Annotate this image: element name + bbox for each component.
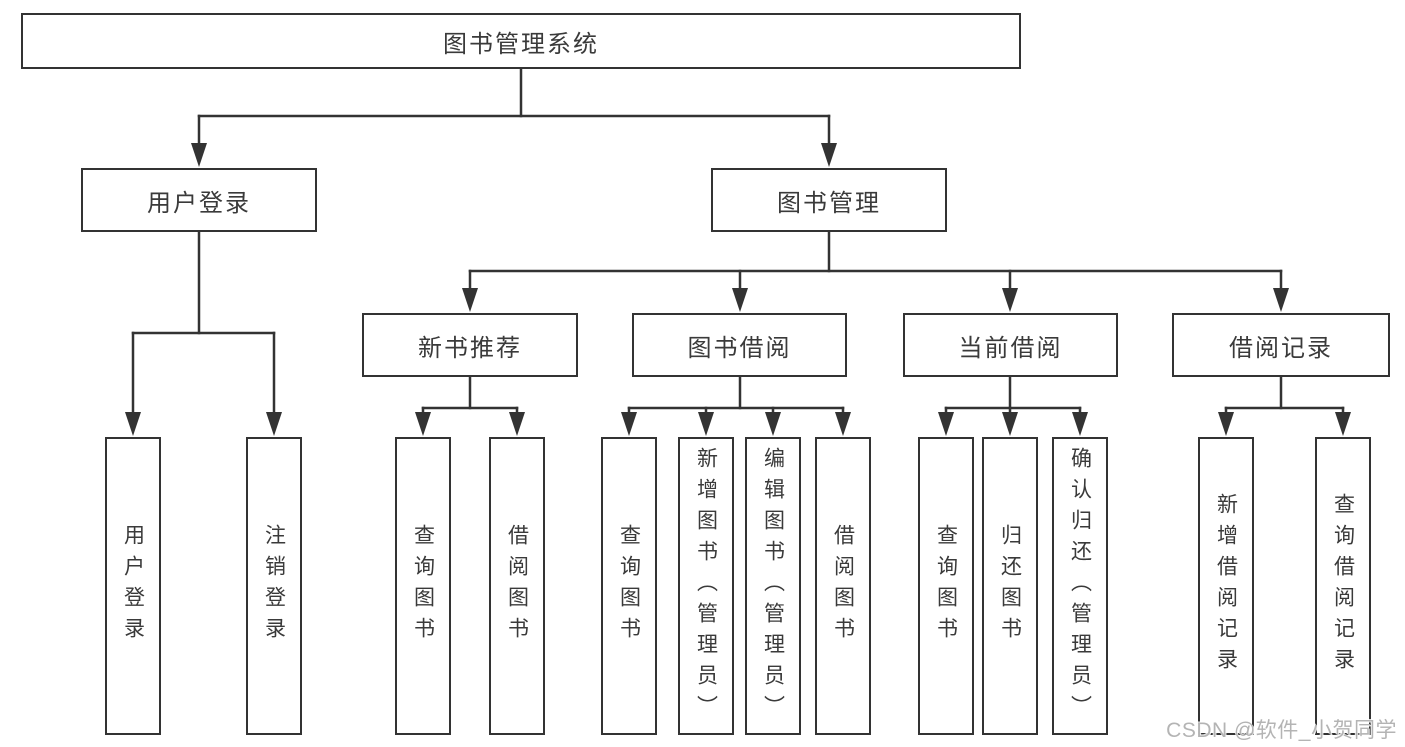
- leaf-query-books-recommend: 查询图书: [395, 437, 451, 735]
- node-user-login: 用户登录: [81, 168, 317, 232]
- node-current-borrowing: 当前借阅: [903, 313, 1118, 377]
- node-borrowing-records: 借阅记录: [1172, 313, 1390, 377]
- leaf-confirm-return-admin: 确认归还（管理员）: [1052, 437, 1108, 735]
- leaf-user-login: 用户登录: [105, 437, 161, 735]
- leaf-logout: 注销登录: [246, 437, 302, 735]
- leaf-add-borrow-record: 新增借阅记录: [1198, 437, 1254, 735]
- csdn-watermark: CSDN @软件_小贺同学: [1166, 719, 1397, 742]
- leaf-query-books-current: 查询图书: [918, 437, 974, 735]
- leaf-edit-book-admin: 编辑图书（管理员）: [745, 437, 801, 735]
- leaf-return-book: 归还图书: [982, 437, 1038, 735]
- leaf-borrow-books-borrowing: 借阅图书: [815, 437, 871, 735]
- leaf-add-book-admin: 新增图书（管理员）: [678, 437, 734, 735]
- node-book-borrowing: 图书借阅: [632, 313, 847, 377]
- node-book-management: 图书管理: [711, 168, 947, 232]
- leaf-query-books-borrowing: 查询图书: [601, 437, 657, 735]
- leaf-query-borrow-record: 查询借阅记录: [1315, 437, 1371, 735]
- node-root-library-system: 图书管理系统: [21, 13, 1021, 69]
- node-new-book-recommendation: 新书推荐: [362, 313, 578, 377]
- leaf-borrow-books-recommend: 借阅图书: [489, 437, 545, 735]
- arrowheads: [125, 143, 1351, 436]
